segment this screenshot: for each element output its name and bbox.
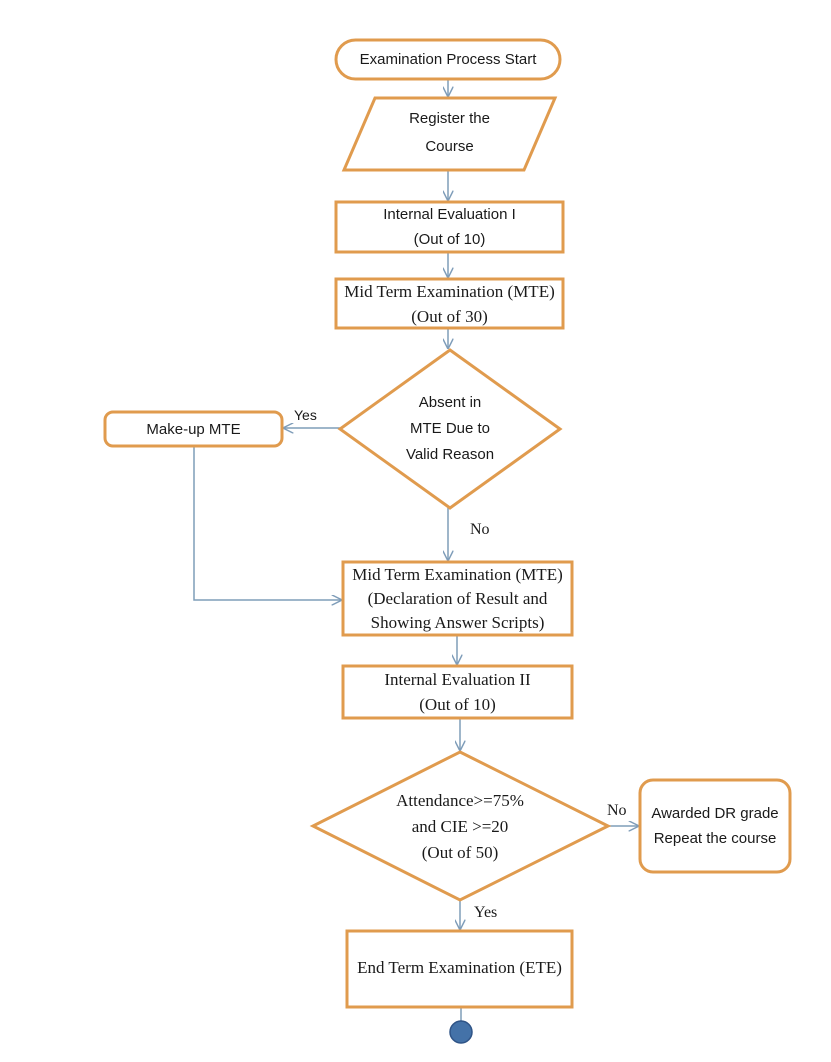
node-mte-declaration-shape <box>341 560 574 637</box>
node-ete-exam-shape <box>345 929 574 1009</box>
edge-label-absent-no: No <box>470 521 490 538</box>
node-start-shape <box>334 38 562 81</box>
node-attendance-decision-shape <box>309 750 612 902</box>
edge-label-attendance-yes: Yes <box>474 904 498 921</box>
node-dr-grade-shape <box>638 778 792 874</box>
node-makeup-mte-shape <box>103 410 284 448</box>
node-register-shape <box>341 96 558 172</box>
node-absent-decision-shape <box>337 348 563 510</box>
node-end-terminator-shape <box>449 1020 473 1044</box>
edge-label-attendance-no: No <box>607 802 627 819</box>
node-internal-eval-1-shape <box>334 200 565 254</box>
node-internal-eval-2-shape <box>341 664 574 720</box>
node-mte-exam-shape <box>334 277 565 330</box>
edge-label-absent-yes: Yes <box>294 407 317 423</box>
connector-makeup-loop-to-declaration <box>193 446 341 600</box>
